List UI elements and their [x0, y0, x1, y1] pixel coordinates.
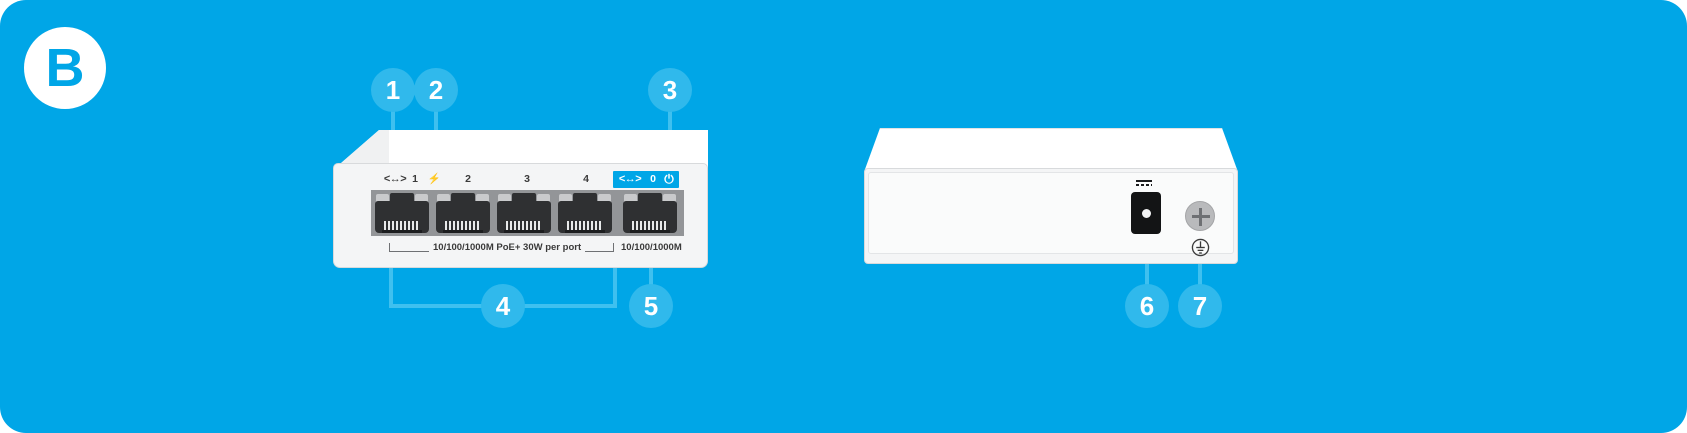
rj45-pin-base — [443, 230, 483, 233]
link-act-icon: <↔> — [383, 173, 407, 185]
port-led-left — [498, 194, 511, 203]
dc-voltage-icon — [1136, 180, 1152, 187]
rj45-port-1[interactable] — [375, 193, 429, 233]
callout-3-label: 3 — [662, 75, 678, 105]
uplink-link-act-icon: <↔> — [618, 173, 642, 185]
callout-6[interactable]: 6 — [1125, 284, 1169, 328]
rj45-pins — [506, 221, 542, 230]
leader-line-4-left — [389, 246, 393, 308]
poe-ports-caption: 10/100/1000M PoE+ 30W per port — [429, 242, 586, 253]
rj45-tab — [512, 193, 536, 203]
rj45-port-2[interactable] — [436, 193, 490, 233]
leader-line-7 — [1198, 248, 1202, 308]
rj45-port-3[interactable] — [497, 193, 551, 233]
port-led-right — [476, 194, 489, 203]
rj45-port-4[interactable] — [558, 193, 612, 233]
leader-line-5 — [649, 246, 653, 308]
callout-4[interactable]: 4 — [481, 284, 525, 328]
figure-badge-b: B — [24, 27, 106, 109]
port-led-left — [559, 194, 572, 203]
rj45-tab — [390, 193, 414, 203]
rear-chassis-inset — [868, 172, 1234, 254]
front-port-strip — [371, 190, 684, 236]
rj45-pin-base — [565, 230, 605, 233]
callout-1[interactable]: 1 — [371, 68, 415, 112]
rj45-pin-base — [504, 230, 544, 233]
callout-5-label: 5 — [643, 291, 659, 321]
uplink-port-number: 0 — [650, 173, 656, 185]
port-number-2-label: 2 — [465, 173, 471, 185]
rj45-pins — [632, 221, 668, 230]
rj45-pin-base — [630, 230, 670, 233]
callout-6-label: 6 — [1139, 291, 1155, 321]
rj45-pin-base — [382, 230, 422, 233]
rj45-pins — [384, 221, 420, 230]
port-number-3-label: 3 — [524, 173, 530, 185]
callout-7[interactable]: 7 — [1178, 284, 1222, 328]
port-led-left — [624, 194, 637, 203]
power-led-icon: ⏻ — [664, 172, 674, 186]
poe-bolt-icon: ⚡ — [427, 173, 441, 185]
port-led-right — [598, 194, 611, 203]
callout-1-label: 1 — [385, 75, 401, 105]
port-led-right — [663, 194, 676, 203]
rear-chassis-face — [864, 168, 1238, 264]
port-led-right — [537, 194, 550, 203]
front-label-row: <↔> 1 ⚡ 2 3 4 <↔> 0 ⏻ — [371, 171, 691, 188]
rj45-tab — [638, 193, 662, 203]
port-number-1-label: 1 — [412, 173, 418, 185]
leader-line-4-right — [613, 246, 617, 308]
earth-ground-icon — [1191, 238, 1210, 257]
callout-2-label: 2 — [428, 75, 444, 105]
rj45-pins — [567, 221, 603, 230]
uplink-port-caption: 10/100/1000M — [617, 242, 686, 253]
port-number-4-label: 4 — [583, 173, 589, 185]
port-led-left — [376, 194, 389, 203]
callout-3[interactable]: 3 — [648, 68, 692, 112]
callout-7-label: 7 — [1192, 291, 1208, 321]
rj45-port-0-uplink[interactable] — [623, 193, 677, 233]
callout-5[interactable]: 5 — [629, 284, 673, 328]
callout-4-label: 4 — [495, 291, 511, 321]
rj45-tab — [573, 193, 597, 203]
figure-badge-letter: B — [45, 38, 85, 98]
leader-line-6 — [1145, 244, 1149, 308]
dc-power-jack[interactable] — [1131, 192, 1161, 234]
uplink-highlight-band: <↔> 0 ⏻ — [613, 171, 679, 188]
ground-screw[interactable] — [1185, 201, 1215, 231]
rj45-pins — [445, 221, 481, 230]
port-led-left — [437, 194, 450, 203]
switch-rear-panel — [864, 128, 1238, 268]
callout-2[interactable]: 2 — [414, 68, 458, 112]
rj45-tab — [451, 193, 475, 203]
port-led-right — [415, 194, 428, 203]
rear-chassis-top — [864, 128, 1238, 172]
switch-front-panel: <↔> 1 ⚡ 2 3 4 <↔> 0 ⏻ — [333, 130, 708, 268]
